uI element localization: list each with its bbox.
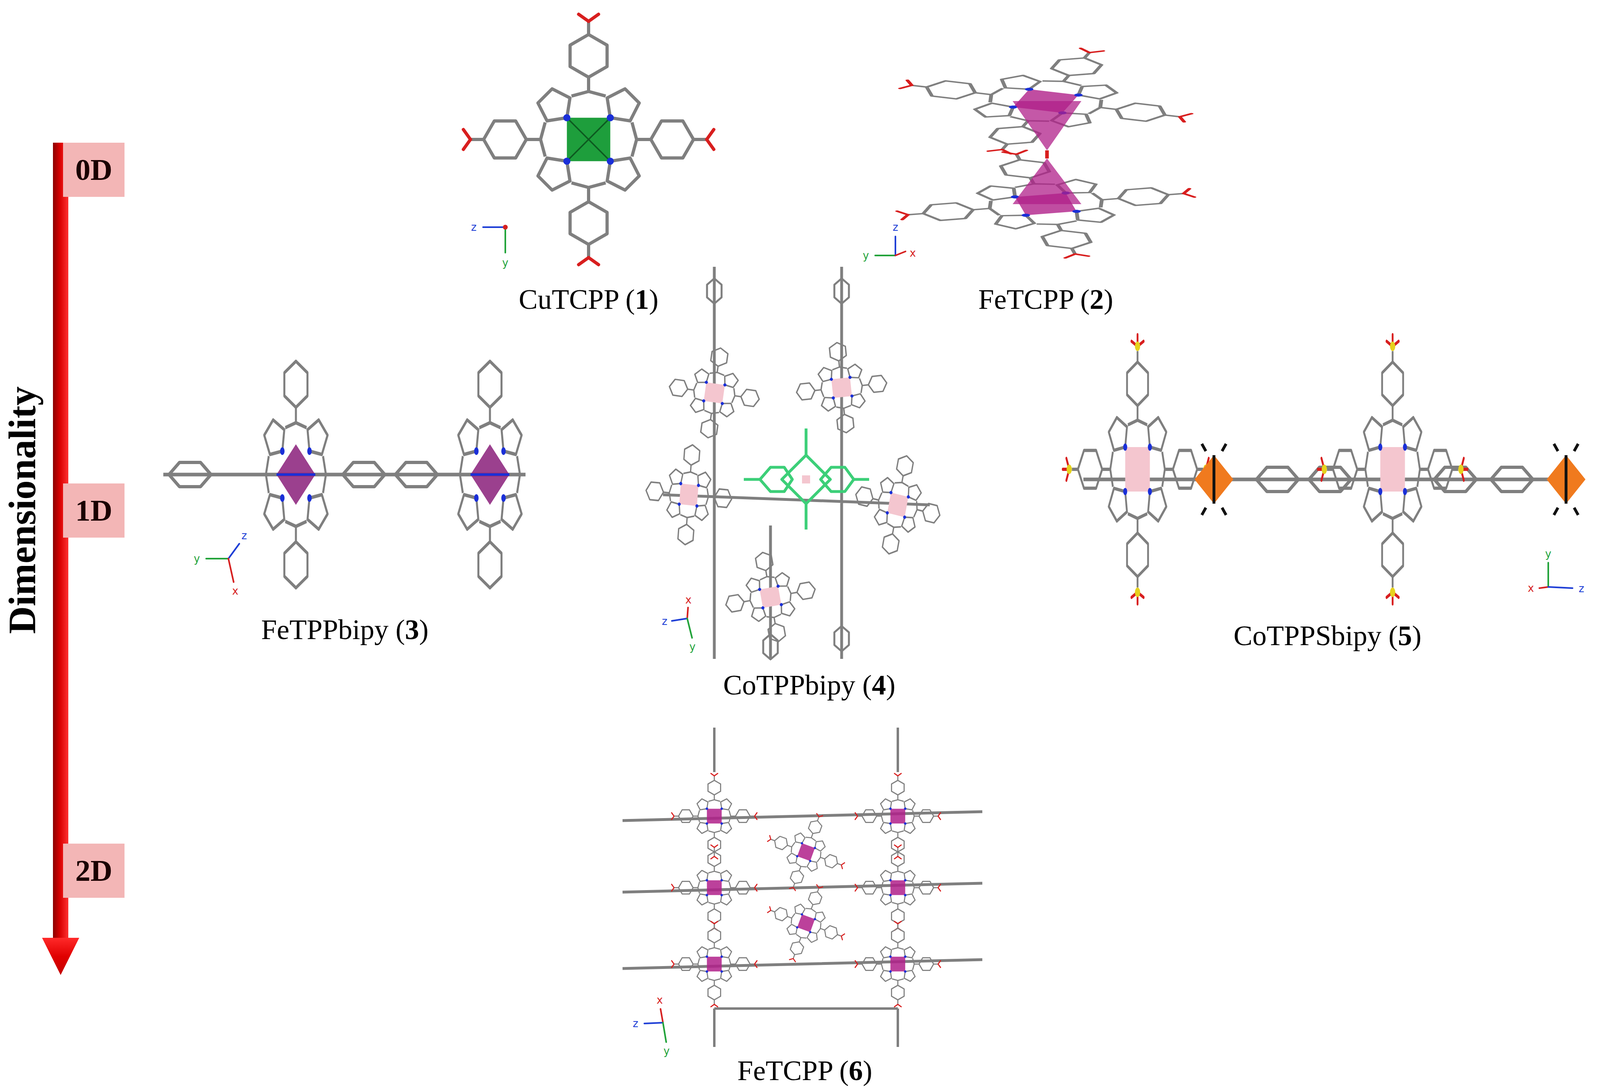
- compound-caption: FeTCPP (6): [737, 1055, 873, 1087]
- dimension-label: 0D: [75, 152, 113, 188]
- dimension-box: 2D: [63, 843, 125, 898]
- dimension-label: 2D: [75, 853, 113, 889]
- axis-letter: z: [470, 221, 477, 234]
- compound-caption: CoTPPSbipy (5): [1233, 620, 1422, 652]
- axis-letter: y: [663, 1045, 670, 1058]
- compound-caption: FeTPPbipy (3): [261, 614, 429, 646]
- axis-letter: y: [502, 257, 509, 269]
- dimension-label: 1D: [75, 493, 113, 528]
- axis-title: Dimensionality: [1, 386, 44, 634]
- axis-letter: x: [909, 247, 916, 260]
- dimension-box: 1D: [63, 483, 125, 538]
- compound-caption: FeTCPP (2): [978, 283, 1114, 315]
- axis-letter: y: [689, 641, 696, 653]
- axis-letter: y: [193, 553, 200, 565]
- dimension-box: 0D: [63, 142, 125, 197]
- axis-letter: x: [232, 585, 239, 598]
- axis-letter: z: [892, 221, 899, 234]
- axis-letter: z: [661, 615, 668, 628]
- compound-caption: CoTPPbipy (4): [723, 669, 896, 701]
- axis-letter: x: [685, 594, 692, 606]
- axis-letter: y: [862, 249, 869, 262]
- axis-letter: x: [1527, 582, 1534, 595]
- axis-letter: z: [632, 1017, 639, 1030]
- axis-letter: x: [656, 994, 663, 1007]
- axis-letter: y: [1545, 548, 1552, 560]
- axis-letter: z: [241, 529, 247, 542]
- axis-letter: z: [1578, 582, 1585, 595]
- compound-caption: CuTCPP (1): [518, 283, 659, 315]
